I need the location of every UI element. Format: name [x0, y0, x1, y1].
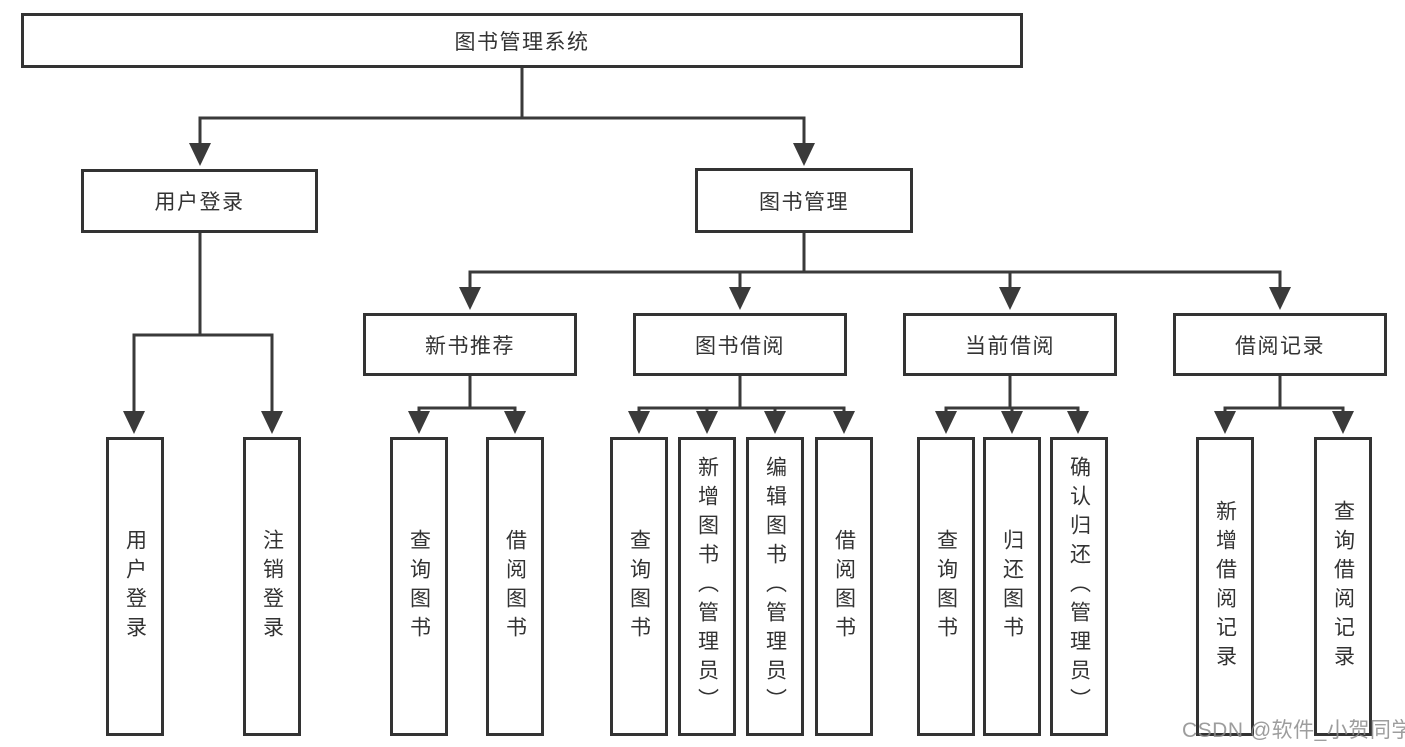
leaf-edit-books-admin: 编辑图书（管理员） — [746, 437, 804, 736]
node-current-borrow: 当前借阅 — [903, 313, 1117, 376]
arrowhead-icon — [1269, 287, 1291, 310]
arrowhead-icon — [261, 411, 283, 434]
leaf-add-borrow-record-label: 新增借阅记录 — [1213, 499, 1237, 674]
node-book-management: 图书管理 — [695, 168, 913, 233]
arrowhead-icon — [729, 287, 751, 310]
arrowhead-icon — [935, 411, 957, 434]
node-new-book-recommend-label: 新书推荐 — [425, 334, 515, 358]
arrowhead-icon — [793, 143, 815, 166]
leaf-edit-books-admin-label: 编辑图书（管理员） — [763, 456, 787, 717]
node-book-management-label: 图书管理 — [759, 190, 849, 214]
arrowhead-icon — [999, 287, 1021, 310]
leaf-logout-label: 注销登录 — [260, 528, 284, 645]
arrowhead-icon — [1001, 411, 1023, 434]
csdn-watermark: CSDN @软件_小贺同学 — [1182, 719, 1405, 742]
leaf-query-books-1-label: 查询图书 — [407, 528, 431, 645]
leaf-borrow-books-1-label: 借阅图书 — [503, 528, 527, 645]
node-root-label: 图书管理系统 — [454, 30, 590, 54]
leaf-return-books-label: 归还图书 — [1000, 528, 1024, 645]
leaf-borrow-books-2: 借阅图书 — [815, 437, 873, 736]
leaf-logout: 注销登录 — [243, 437, 301, 736]
arrowhead-icon — [1067, 411, 1089, 434]
node-user-login: 用户登录 — [81, 169, 318, 233]
leaf-add-books-admin: 新增图书（管理员） — [678, 437, 736, 736]
leaf-borrow-books-2-label: 借阅图书 — [832, 528, 856, 645]
leaf-query-books-2-label: 查询图书 — [627, 528, 651, 645]
node-borrow-records-label: 借阅记录 — [1235, 334, 1325, 358]
connector-arrowheads — [123, 143, 1354, 434]
leaf-query-books-3-label: 查询图书 — [934, 528, 958, 645]
leaf-confirm-return-admin-label: 确认归还（管理员） — [1067, 456, 1091, 717]
arrowhead-icon — [1214, 411, 1236, 434]
arrowhead-icon — [408, 411, 430, 434]
arrowhead-icon — [123, 411, 145, 434]
leaf-user-login-label: 用户登录 — [123, 528, 147, 645]
node-new-book-recommend: 新书推荐 — [363, 313, 577, 376]
arrowhead-icon — [459, 287, 481, 310]
arrowhead-icon — [504, 411, 526, 434]
arrowhead-icon — [1332, 411, 1354, 434]
leaf-query-books-2: 查询图书 — [610, 437, 668, 736]
leaf-add-borrow-record: 新增借阅记录 — [1196, 437, 1254, 736]
leaf-return-books: 归还图书 — [983, 437, 1041, 736]
leaf-borrow-books-1: 借阅图书 — [486, 437, 544, 736]
node-user-login-label: 用户登录 — [154, 191, 245, 214]
node-borrow-records: 借阅记录 — [1173, 313, 1387, 376]
leaf-add-books-admin-label: 新增图书（管理员） — [695, 456, 719, 717]
node-root: 图书管理系统 — [21, 13, 1023, 68]
arrowhead-icon — [833, 411, 855, 434]
leaf-confirm-return-admin: 确认归还（管理员） — [1050, 437, 1108, 736]
arrowhead-icon — [189, 143, 211, 166]
node-current-borrow-label: 当前借阅 — [965, 334, 1055, 358]
arrowhead-icon — [628, 411, 650, 434]
arrowhead-icon — [696, 411, 718, 434]
node-book-borrow-label: 图书借阅 — [695, 334, 785, 358]
leaf-query-borrow-record: 查询借阅记录 — [1314, 437, 1372, 736]
leaf-query-borrow-record-label: 查询借阅记录 — [1331, 499, 1355, 674]
arrowhead-icon — [764, 411, 786, 434]
leaf-user-login: 用户登录 — [106, 437, 164, 736]
node-book-borrow: 图书借阅 — [633, 313, 847, 376]
leaf-query-books-1: 查询图书 — [390, 437, 448, 736]
leaf-query-books-3: 查询图书 — [917, 437, 975, 736]
